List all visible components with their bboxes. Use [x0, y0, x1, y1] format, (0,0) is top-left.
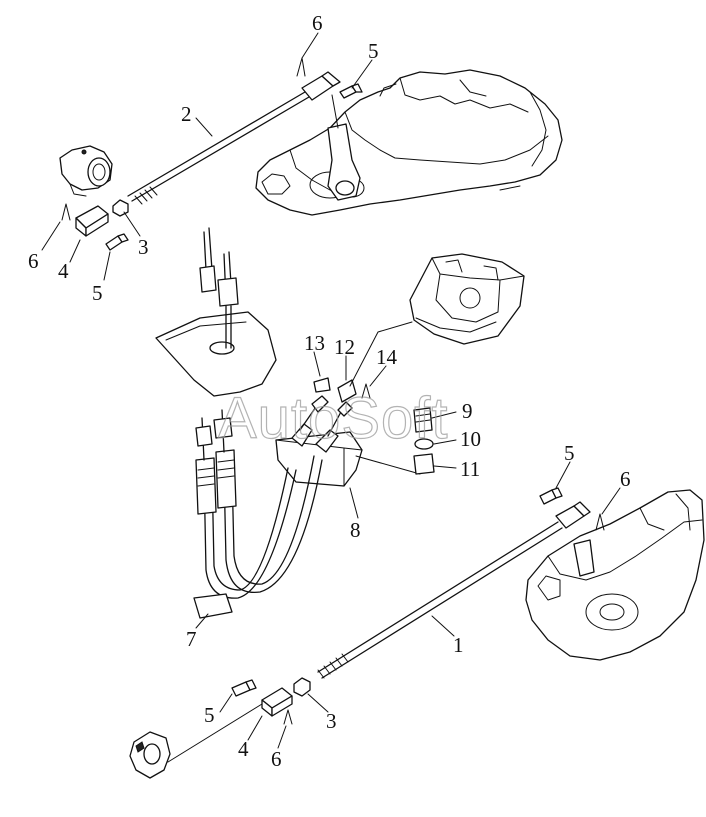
- callout-12: 12: [334, 335, 355, 359]
- callout-11: 11: [460, 457, 480, 481]
- callout-1: 1: [453, 633, 464, 657]
- callout-labels: 6 5 2 6 4 3 5 13 12 14 9 10 11 8 5 6 1 7…: [28, 11, 631, 771]
- control-valve-block: [409, 253, 525, 345]
- top-transmission-housing: [255, 69, 563, 216]
- callout-9: 9: [462, 399, 473, 423]
- right-transmission-housing: [525, 489, 705, 661]
- callout-13: 13: [304, 331, 325, 355]
- cable-bracket: [275, 321, 435, 487]
- callout-3: 3: [138, 235, 149, 259]
- lower-left-hardware: [129, 677, 311, 779]
- callout-5: 5: [564, 441, 575, 465]
- callout-4: 4: [238, 737, 249, 761]
- callout-3: 3: [326, 709, 337, 733]
- callout-6: 6: [28, 249, 39, 273]
- callout-5: 5: [92, 281, 103, 305]
- upper-left-bracket: [59, 145, 113, 197]
- callout-6: 6: [620, 467, 631, 491]
- callout-leaders: [41, 32, 621, 749]
- callout-14: 14: [376, 345, 398, 369]
- callout-4: 4: [58, 259, 69, 283]
- upper-control-cable: [127, 57, 363, 205]
- callout-6: 6: [312, 11, 323, 35]
- upper-left-hardware: [61, 199, 129, 251]
- callout-5: 5: [204, 703, 215, 727]
- twin-shift-cables: [193, 409, 323, 619]
- callout-6: 6: [271, 747, 282, 771]
- callout-5: 5: [368, 39, 379, 63]
- callout-8: 8: [350, 518, 361, 542]
- callout-10: 10: [460, 427, 481, 451]
- callout-2: 2: [181, 102, 192, 126]
- callout-7: 7: [186, 627, 197, 651]
- center-lever-assembly: [155, 227, 277, 397]
- lower-control-cable: [317, 487, 605, 679]
- watermark: AutoSoft: [218, 386, 448, 451]
